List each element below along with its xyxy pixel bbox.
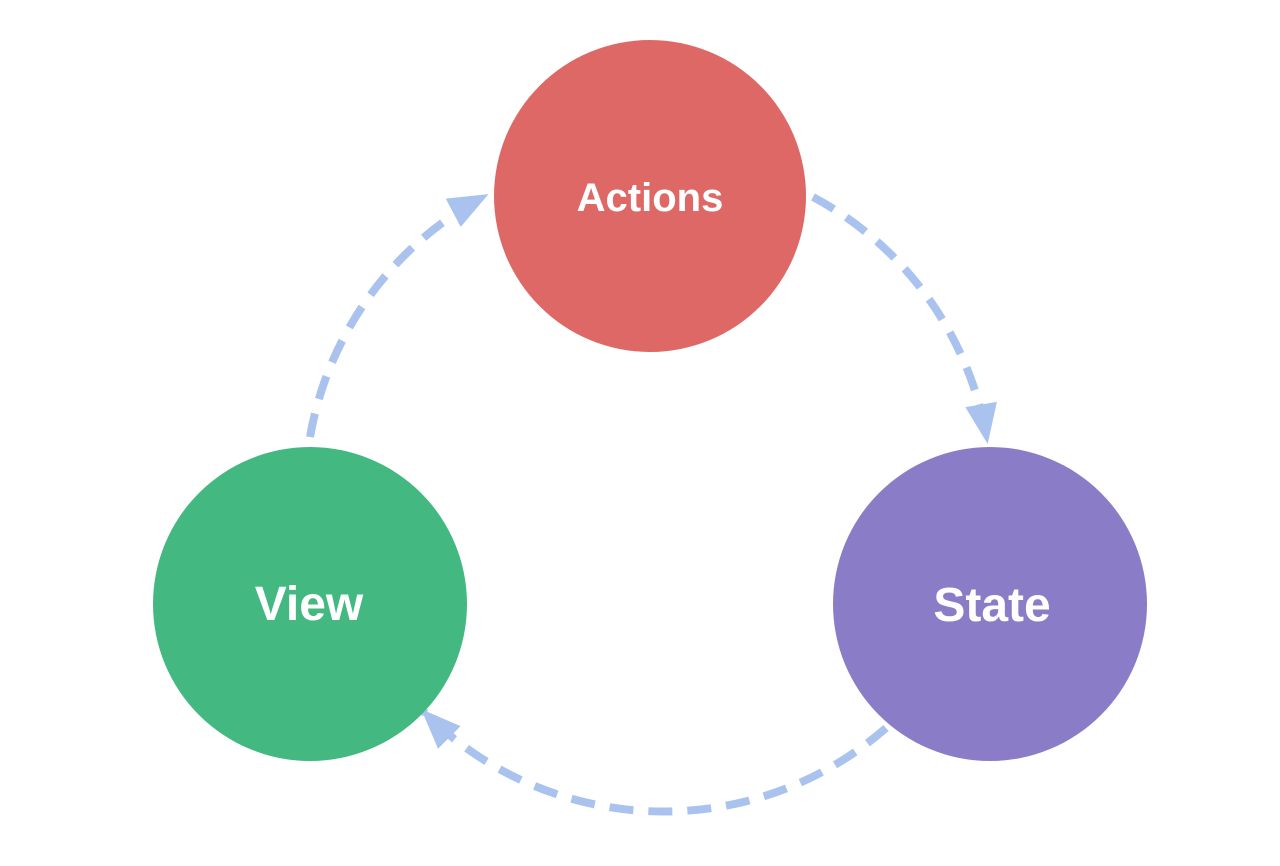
node-actions: Actions bbox=[494, 40, 806, 352]
view-circle bbox=[153, 447, 467, 761]
arrow-actions-to-state bbox=[811, 193, 997, 444]
node-state: State bbox=[833, 447, 1147, 761]
state-circle bbox=[833, 447, 1147, 761]
actions-circle bbox=[494, 40, 806, 352]
state-label: State bbox=[933, 579, 1050, 632]
view-label: View bbox=[255, 578, 364, 631]
arrow-state-to-view bbox=[421, 709, 889, 816]
node-view: View bbox=[153, 447, 467, 761]
arrow-view-to-actions bbox=[306, 192, 489, 438]
flow-arrows bbox=[306, 192, 997, 816]
actions-label: Actions bbox=[577, 176, 724, 220]
